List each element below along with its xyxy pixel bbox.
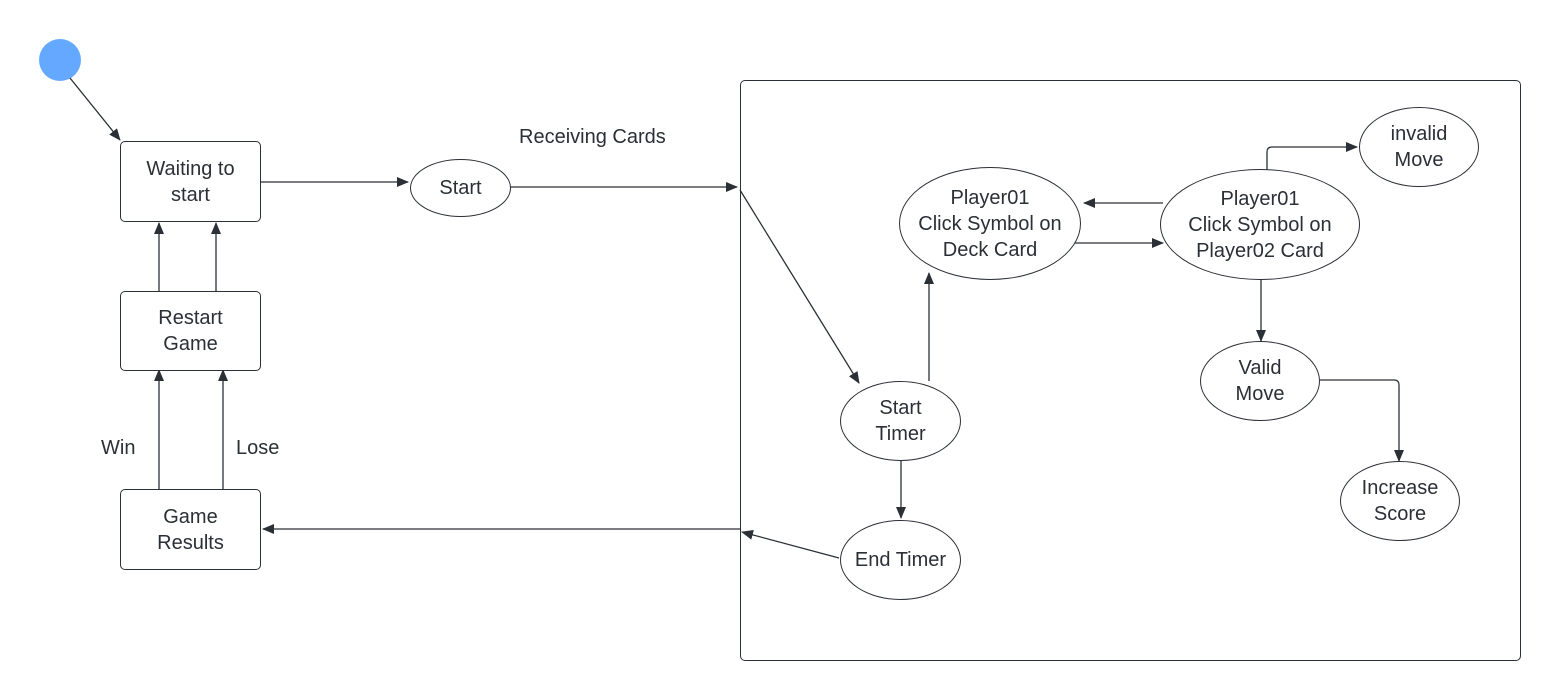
edge-end-timer-to-container [741,530,840,559]
restart-game-state: Restart Game [120,291,261,371]
receiving-cards-label: Receiving Cards [519,126,666,148]
win-label: Win [101,437,136,459]
player01-deck-card-state: Player01 Click Symbol on Deck Card [899,167,1081,280]
game-results-state: Game Results [120,489,261,570]
start-timer-state: Start Timer [840,381,961,461]
edge-container-to-start-timer [739,189,860,384]
end-timer-state: End Timer [840,520,961,600]
lose-label: Lose [236,437,280,459]
start-state: Start [410,159,511,217]
invalid-move-state: invalid Move [1359,107,1479,187]
edge-valid-to-increase [1320,379,1404,462]
edge-initial-to-waiting [69,77,121,141]
player01-player02-card-state: Player01 Click Symbol on Player02 Card [1160,169,1360,280]
valid-move-state: Valid Move [1200,341,1320,421]
waiting-to-start-state: Waiting to start [120,141,261,222]
increase-score-state: Increase Score [1340,461,1460,541]
edge-p2card-to-invalid [1266,142,1358,170]
initial-state-node [39,39,81,81]
game-play-container [740,80,1521,661]
